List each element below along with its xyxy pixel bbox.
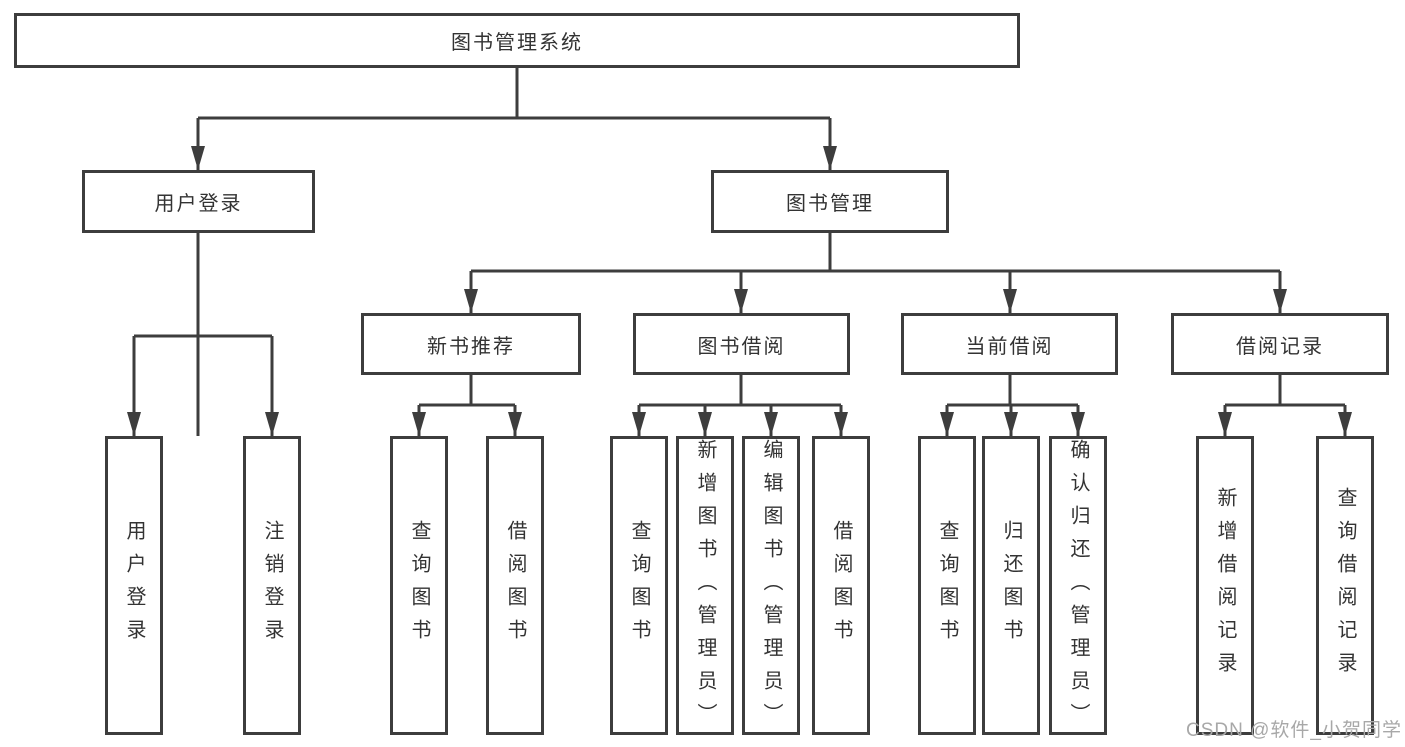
leaf-add-borrow-record: 新增借阅记录 [1196,436,1254,735]
node-root-label: 图书管理系统 [451,32,583,54]
node-current-borrowing-label: 当前借阅 [965,335,1054,358]
leaf-confirm-return-admin: 确认归还（管理员） [1049,436,1107,736]
leaf-query-book-current: 查询图书 [918,436,976,735]
leaf-add-book-admin: 新增图书（管理员） [676,436,734,736]
node-borrowing-records-label: 借阅记录 [1236,335,1324,358]
leaf-edit-book-admin-label: 编辑图书（管理员） [760,439,782,736]
leaf-query-book-recommend: 查询图书 [390,436,448,735]
leaf-return-book-label: 归还图书 [1000,519,1022,652]
node-user-login: 用户登录 [82,170,315,233]
csdn-watermark: CSDN @软件_小贺同学 [1186,720,1402,741]
node-book-borrowing-label: 图书借阅 [697,335,786,358]
node-new-book-recommend: 新书推荐 [361,313,581,375]
leaf-user-login: 用户登录 [105,436,163,735]
leaf-query-borrow-record-label: 查询借阅记录 [1334,486,1356,685]
leaf-query-book-recommend-label: 查询图书 [408,519,430,652]
leaf-borrow-book-recommend-label: 借阅图书 [504,519,526,652]
leaf-query-borrow-record: 查询借阅记录 [1316,436,1374,735]
node-borrowing-records: 借阅记录 [1171,313,1389,375]
leaf-edit-book-admin: 编辑图书（管理员） [742,436,800,736]
node-new-book-recommend-label: 新书推荐 [427,335,515,358]
leaf-add-book-admin-label: 新增图书（管理员） [694,439,716,736]
leaf-confirm-return-admin-label: 确认归还（管理员） [1067,439,1089,736]
node-root: 图书管理系统 [14,13,1020,68]
node-book-management-label: 图书管理 [786,193,874,215]
leaf-query-book-current-label: 查询图书 [936,519,958,652]
leaf-logout-label: 注销登录 [261,519,283,652]
leaf-query-book-borrowing-label: 查询图书 [628,519,650,652]
leaf-add-borrow-record-label: 新增借阅记录 [1214,486,1236,685]
leaf-borrow-book-recommend: 借阅图书 [486,436,544,735]
leaf-logout: 注销登录 [243,436,301,735]
leaf-borrow-book-label: 借阅图书 [830,519,852,652]
node-book-borrowing: 图书借阅 [633,313,850,375]
leaf-borrow-book: 借阅图书 [812,436,870,735]
leaf-return-book: 归还图书 [982,436,1040,735]
leaf-user-login-label: 用户登录 [123,519,145,652]
node-current-borrowing: 当前借阅 [901,313,1118,375]
node-user-login-label: 用户登录 [154,193,243,215]
node-book-management: 图书管理 [711,170,949,233]
leaf-query-book-borrowing: 查询图书 [610,436,668,735]
